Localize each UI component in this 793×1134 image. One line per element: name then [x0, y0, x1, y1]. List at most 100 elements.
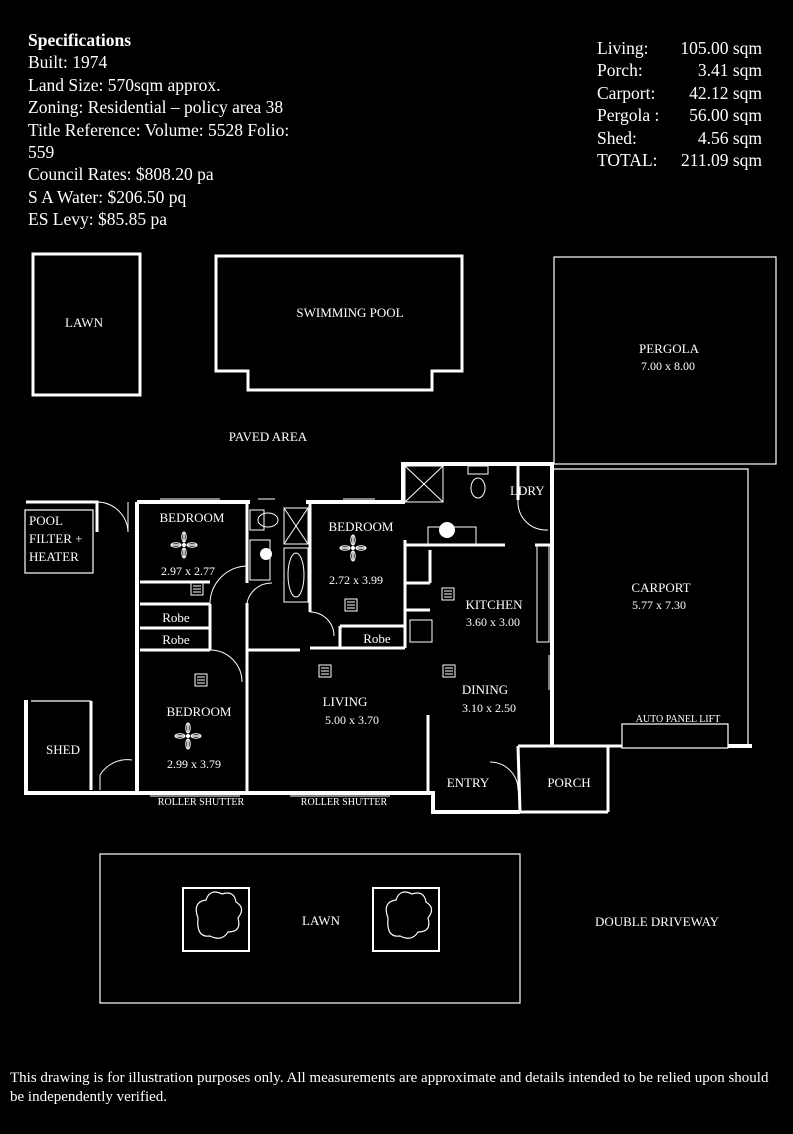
area-label: Pergola :: [597, 105, 660, 126]
living-label: LIVING: [323, 694, 368, 709]
area-row-shed: Shed: 4.56 sqm: [597, 127, 762, 149]
specifications-heading: Specifications: [28, 30, 132, 50]
spec-council-rates: Council Rates: $808.20 pa: [28, 164, 214, 185]
dining-dimensions: 3.10 x 2.50: [462, 701, 516, 715]
bedroom2-dimensions: 2.72 x 3.99: [329, 573, 383, 587]
shower-icon: [283, 507, 309, 545]
area-row-pergola: Pergola : 56.00 sqm: [597, 104, 762, 126]
bedroom2-door-swing: [309, 611, 335, 637]
air-vent-icon: [442, 664, 456, 678]
disclaimer-text: This drawing is for illustration purpose…: [10, 1070, 769, 1105]
paved-area-label: PAVED AREA: [229, 429, 308, 444]
kitchen-tap-icon: [439, 522, 455, 538]
roller-shutter-label-2: ROLLER SHUTTER: [301, 797, 388, 808]
pergola: [553, 256, 777, 465]
swimming-pool-label: SWIMMING POOL: [296, 305, 403, 320]
kitchen-label: KITCHEN: [465, 597, 523, 612]
area-value: 105.00 sqm: [680, 38, 762, 58]
pool-filter-heater-box: [24, 509, 94, 574]
laundry-door-swing: [517, 499, 549, 531]
laundry-label: LDRY: [510, 483, 545, 498]
shed-door-swing: [99, 759, 133, 790]
double-driveway-label: DOUBLE DRIVEWAY: [595, 914, 720, 929]
tree-icon: [385, 891, 433, 939]
laundry-toilet-icon: [467, 465, 489, 475]
robe3-label: Robe: [363, 631, 391, 646]
area-value: 3.41 sqm: [697, 60, 762, 81]
kitchen-bench-icon: [536, 545, 550, 643]
rear-lawn-area: [31, 252, 142, 397]
air-vent-icon: [344, 598, 358, 612]
spec-built: Built: 1974: [28, 52, 108, 73]
bedroom3-label: BEDROOM: [166, 704, 231, 719]
area-label: Porch:: [597, 60, 643, 81]
area-row-carport: Carport: 42.12 sqm: [597, 82, 762, 104]
pool-filter-label-line1: POOL: [29, 513, 63, 528]
spec-title-reference: Title Reference: Volume: 5528 Folio:: [28, 119, 290, 140]
carport-dimensions: 5.77 x 7.30: [632, 598, 686, 612]
house-external-walls: [135, 462, 554, 814]
pergola-dimensions: 7.00 x 8.00: [641, 359, 695, 373]
air-vent-icon: [194, 673, 208, 687]
bedroom1-dimensions: 2.97 x 2.77: [161, 564, 215, 578]
pergola-label: PERGOLA: [639, 341, 700, 356]
air-vent-icon: [190, 582, 204, 596]
roller-shutter-label-1: ROLLER SHUTTER: [158, 797, 245, 808]
spec-sa-water: S A Water: $206.50 pq: [28, 186, 187, 207]
bath-icon: [283, 547, 309, 603]
entry-label: ENTRY: [447, 775, 490, 790]
gate-swing: [96, 501, 129, 533]
robe1-label: Robe: [162, 610, 190, 625]
tree-planter-left: [182, 887, 250, 952]
front-lawn-label: LAWN: [302, 913, 341, 928]
pool-filter-label-line2: FILTER +: [29, 531, 82, 546]
area-label: TOTAL:: [597, 150, 658, 171]
porch-label: PORCH: [547, 775, 590, 790]
carport-label: CARPORT: [631, 580, 690, 595]
pool-filter-label-line3: HEATER: [29, 549, 79, 564]
tree-icon: [195, 891, 243, 939]
swimming-pool: [214, 254, 464, 392]
area-summary: Living: 105.00 sqm Porch: 3.41 sqm Carport…: [597, 37, 762, 171]
area-row-living: Living: 105.00 sqm: [597, 37, 762, 59]
area-value: 211.09 sqm: [680, 150, 762, 171]
area-label: Shed:: [597, 127, 637, 148]
vanity-icon: [249, 539, 271, 581]
toilet-bowl-icon: [257, 512, 279, 528]
kitchen-dimensions: 3.60 x 3.00: [466, 615, 520, 629]
bedroom1-door-swing: [209, 565, 248, 605]
area-label: Living:: [597, 38, 649, 58]
spec-zoning: Zoning: Residential – policy area 38: [28, 97, 284, 118]
area-row-total: TOTAL: 211.09 sqm: [597, 149, 762, 171]
area-label: Carport:: [597, 82, 656, 103]
interior-walls: [140, 464, 610, 814]
laundry-trough-icon: [404, 465, 444, 503]
area-value: 4.56 sqm: [697, 127, 762, 148]
bedroom3-dimensions: 2.99 x 3.79: [167, 757, 221, 771]
spec-title-folio: 559: [28, 142, 55, 163]
air-vent-icon: [441, 587, 455, 601]
toilet-icon: [249, 509, 265, 531]
dining-label: DINING: [462, 682, 508, 697]
bathroom-door-swing: [246, 582, 273, 604]
auto-panel-lift-label: AUTO PANEL LIFT: [636, 714, 721, 725]
spec-es-levy: ES Levy: $85.85 pa: [28, 209, 168, 230]
shed-label: SHED: [46, 742, 80, 757]
cooktop-icon: [409, 619, 433, 643]
bedroom3-door-swing: [209, 649, 243, 683]
auto-panel-lift-door: [621, 723, 729, 749]
ceiling-fan-icon: [170, 531, 198, 559]
area-row-porch: Porch: 3.41 sqm: [597, 59, 762, 81]
front-lawn-area: [99, 853, 521, 1004]
area-value: 56.00 sqm: [689, 105, 762, 126]
ceiling-fan-icon: [174, 722, 202, 750]
bedroom1-label: BEDROOM: [159, 510, 224, 525]
air-vent-icon: [318, 664, 332, 678]
robe2-label: Robe: [162, 632, 190, 647]
spec-land-size: Land Size: 570sqm approx.: [28, 74, 221, 95]
entry-door-swing: [489, 761, 519, 791]
area-value: 42.12 sqm: [689, 82, 762, 103]
living-dimensions: 5.00 x 3.70: [325, 713, 379, 727]
specifications-panel: Specifications Built: 1974 Land Size: 57…: [28, 29, 289, 231]
